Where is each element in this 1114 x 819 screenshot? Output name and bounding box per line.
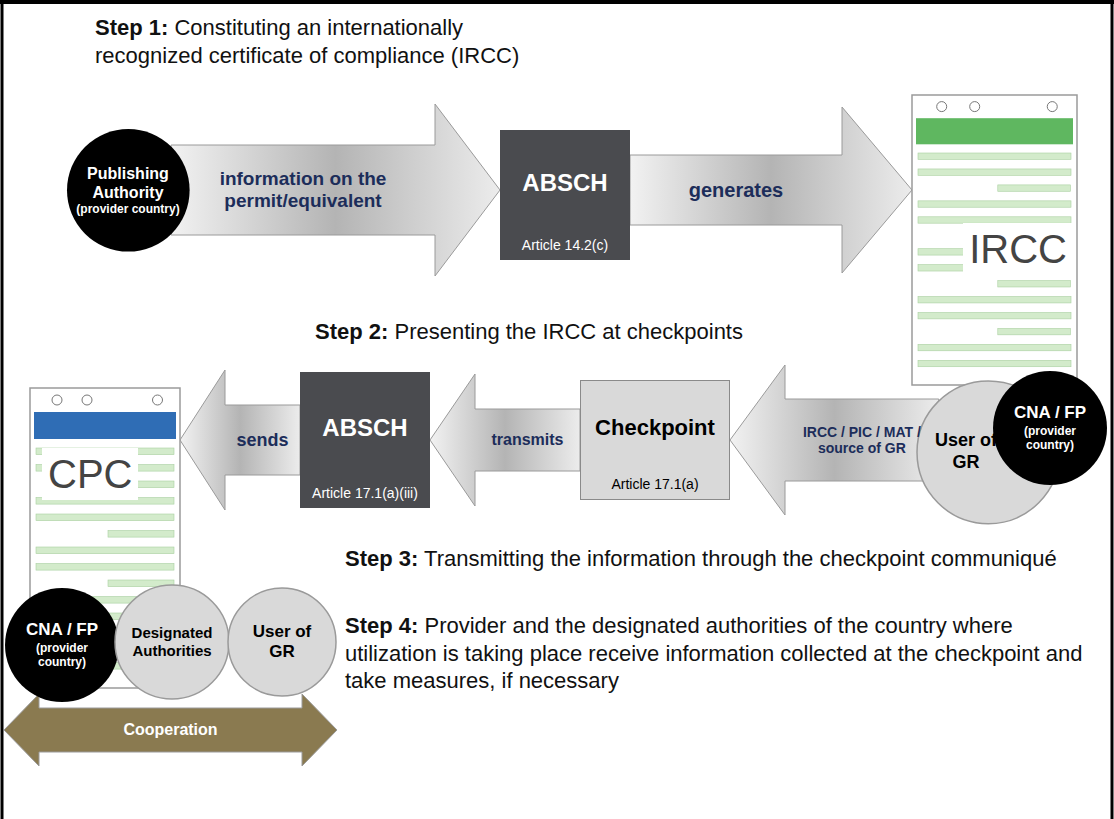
block-arrow [430,374,580,506]
form-field [918,153,1071,159]
step-number: Step 3: [345,546,418,571]
logo-mark [970,102,980,112]
authority-circle: CNA / FP(provider country) [4,587,120,703]
document-page [912,95,1077,385]
form-field [918,360,1071,366]
text-group: IRCC [963,223,1073,275]
step-number: Step 1: [95,15,168,40]
step-number: Step 4: [345,613,418,638]
form-field [918,313,1071,319]
form-field [918,297,1071,303]
step-text: Provider and the designated authorities … [345,613,1082,693]
step-text: Presenting the IRCC at checkpoints [388,319,743,344]
node-subtitle: (provider country) [16,641,108,670]
step-caption: Step 2: Presenting the IRCC at checkpoin… [315,318,835,346]
node-title: User of GR [925,430,1007,473]
step-text: Transmitting the information through the… [418,546,1056,571]
authority-circle: Publishing Authority(provider country) [66,128,191,253]
circle-shape [115,585,229,699]
authority-circle: Designated Authorities [114,584,230,700]
text-group: User of GR [241,622,323,663]
node-title: Designated Authorities [124,624,220,660]
arrow-label: sends [236,430,288,451]
form-field [108,531,174,538]
arrow-label: Cooperation [123,721,217,739]
node-title: CNA / FP [26,620,98,640]
text-group: CNA / FP(provider country) [16,620,108,669]
form-field [998,281,1071,287]
arrow-label-holder: Cooperation [43,710,298,750]
text-group: Publishing Authority(provider country) [76,164,180,217]
node-subtitle: (provider country) [76,202,179,216]
circle-shape [993,371,1107,485]
text-group: CNA / FP(provider country) [1004,403,1096,452]
form-field [998,328,1071,334]
checkpoint-box: CheckpointArticle 17.1(a) [580,380,730,500]
authority-circle: CNA / FP(provider country) [992,370,1108,486]
node-subtitle: (provider country) [1004,424,1096,453]
document-header-bar [34,412,176,439]
node-title: IRCC [963,223,1073,275]
circle-shape [228,588,336,696]
form-field [36,514,174,521]
arrow-label: information on the permit/equivalent [175,168,431,212]
logo-mark [937,102,947,112]
step-caption: Step 1: Constituting an internationally … [95,14,565,69]
node-title: CNA / FP [1014,403,1086,423]
step-caption: Step 4: Provider and the designated auth… [345,612,1085,695]
circle-shape [5,588,119,702]
certificate-document: IRCC [912,95,1077,385]
arrow-label-holder: sends [229,407,296,473]
node-title: CPC [42,448,138,500]
arrow-label: IRCC / PIC / MAT / source of GR [789,424,935,456]
node-title: User of GR [241,622,323,663]
form-field [998,185,1071,191]
form-field [918,201,1071,207]
arrow-label-holder: IRCC / PIC / MAT / source of GR [789,401,935,479]
arrow-label: transmits [491,431,563,449]
step-number: Step 2: [315,319,388,344]
frame-line [1,0,4,819]
block-arrow [730,365,939,515]
node-title: ABSCH [522,169,607,198]
node-title: Checkpoint [595,415,715,441]
document-header-bar [916,118,1073,144]
text-group: User of GR [925,430,1007,473]
form-field [36,564,174,571]
clearing-house-box: ABSCH Article 14.2(c) [500,130,630,260]
arrow-label-holder: generates [634,157,838,223]
user-circle: User of GR [227,587,337,697]
node-title: ABSCH [322,414,407,443]
logo-mark [52,395,62,405]
arrow-label-holder: transmits [479,411,576,469]
block-arrow [180,370,300,510]
circle-shape [67,129,190,252]
logo-mark [1047,102,1057,112]
frame-line [0,0,1114,4]
node-subtitle: Article 17.1(a)(iii) [312,485,418,502]
form-field [918,344,1071,350]
text-group: Designated Authorities [124,624,220,660]
block-arrow [630,107,912,273]
node-subtitle: Article 17.1(a) [611,476,698,493]
text-group: CPC [42,448,138,500]
node-subtitle: Article 14.2(c) [522,237,608,254]
frame-line [1111,0,1114,819]
node-title: Publishing Authority [76,164,180,202]
form-field [918,169,1071,175]
block-arrow [4,694,337,766]
arrow-label-holder: information on the permit/equivalent [175,147,431,233]
clearing-house-box: ABSCH Article 17.1(a)(iii) [300,372,430,508]
arrow-label: generates [689,179,784,202]
block-arrow [171,104,500,276]
logo-mark [153,395,163,405]
logo-mark [82,395,92,405]
form-field [36,547,174,554]
step-caption: Step 3: Transmitting the information thr… [345,545,1085,573]
